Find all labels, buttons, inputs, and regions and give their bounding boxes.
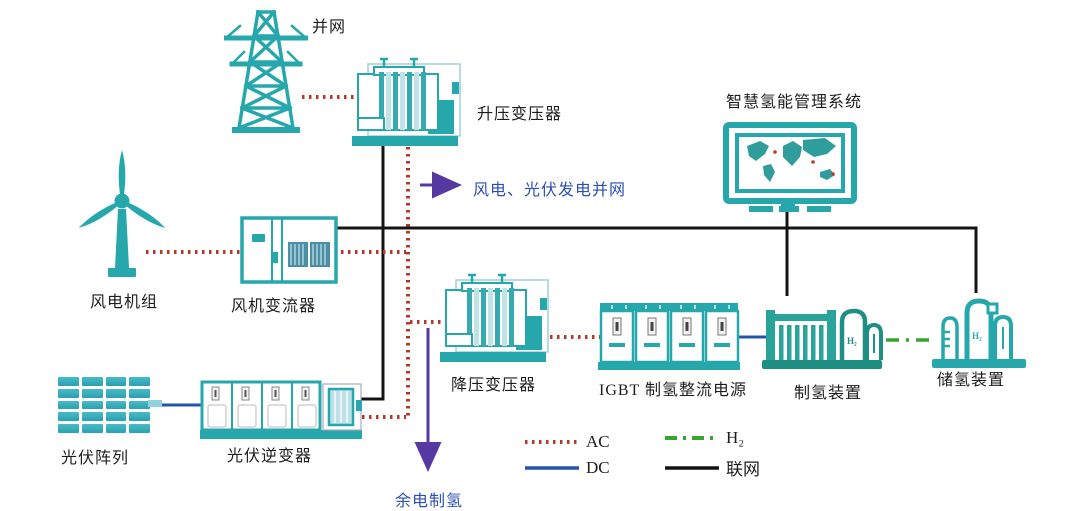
world-map [747, 138, 836, 182]
legend-item-network: 联网 [664, 455, 760, 480]
legend-item-dc: DC [524, 458, 610, 478]
annotation-surplus-hydrogen: 余电制氢 [395, 493, 464, 510]
network-line-main [336, 226, 978, 293]
legend-dc-line [525, 466, 579, 470]
pv-array-icon [58, 377, 150, 433]
step-up-transformer-icon [352, 57, 461, 146]
legend-network-line [665, 465, 719, 470]
legend-h2-line [665, 436, 719, 440]
legend-ac-line [525, 440, 579, 444]
transmission-tower-icon [224, 9, 308, 133]
hydrogen-production-icon: H₂ [762, 308, 883, 369]
step-down-transformer-icon [440, 273, 549, 362]
hydrogen-storage-icon: H₂ [932, 298, 1026, 368]
h2storage-tank-label: H₂ [972, 331, 982, 341]
label-h2-storage: 储氢装置 [937, 372, 1006, 389]
wind-turbine-icon [78, 150, 166, 277]
igbt-rectifier-icon [598, 303, 740, 370]
management-system-monitor-icon [723, 122, 857, 212]
label-step-up-transformer: 升压变压器 [477, 106, 563, 123]
label-pv-inverter: 光伏逆变器 [227, 448, 313, 465]
legend-network-label: 联网 [726, 460, 760, 479]
pv-inverter-icon [200, 380, 362, 439]
annotation-grid-export: 风电、光伏发电并网 [473, 182, 627, 199]
network-line-stepup-to-pvinverter [359, 140, 385, 401]
label-wind-converter: 风机变流器 [231, 298, 317, 315]
pv-array-connector [148, 400, 162, 407]
legend-item-h2: H₂ [664, 428, 744, 448]
label-step-down-transformer: 降压变压器 [451, 377, 537, 394]
label-h2-production: 制氢装置 [794, 385, 863, 402]
label-wind-turbine: 风电机组 [90, 294, 159, 311]
label-pv-array: 光伏阵列 [61, 450, 130, 467]
legend-item-ac: AC [524, 432, 610, 452]
network-lines [336, 140, 978, 401]
label-grid: 并网 [312, 19, 347, 36]
legend-h2-label: H₂ [726, 428, 745, 447]
legend-dc-label: DC [586, 458, 610, 477]
legend-ac-label: AC [586, 432, 610, 451]
wind-converter-icon [240, 216, 338, 284]
h2prod-tank-label: H₂ [847, 336, 857, 346]
ac-lines [146, 95, 600, 419]
label-management-system: 智慧氢能管理系统 [726, 94, 863, 111]
label-igbt-rectifier: IGBT 制氢整流电源 [599, 382, 748, 399]
